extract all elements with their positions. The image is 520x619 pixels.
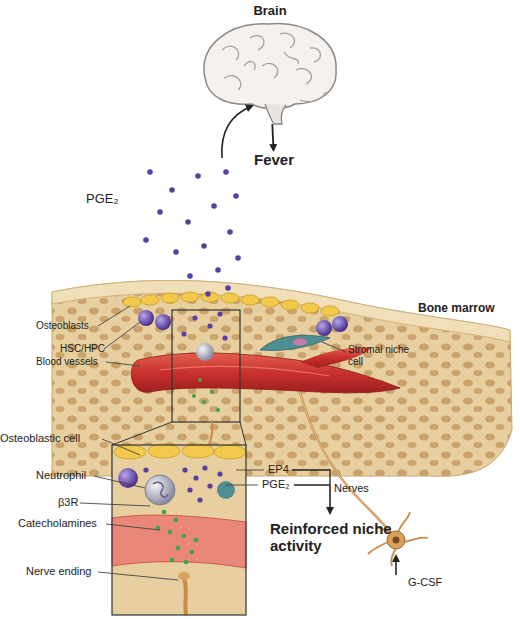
structure-label: Blood vessels <box>36 356 116 368</box>
cell-label: Neutrophil <box>36 469 106 482</box>
bracket-arrow <box>329 485 331 513</box>
structure-label: Nerve ending <box>26 565 106 578</box>
receptor-label: EP4 <box>268 463 308 476</box>
brain-node: Brain <box>200 24 340 124</box>
node-title: Fever <box>236 151 312 168</box>
region-label: Bone marrow <box>418 302 510 316</box>
cytokine-label: G-CSF <box>408 576 468 589</box>
fever-node: Fever <box>236 150 312 172</box>
connector-arrow <box>272 124 273 150</box>
cell-label: Osteoblasts <box>36 320 106 332</box>
cell-label: Osteoblastic cell <box>0 432 110 445</box>
pge2-to-brain-arrow <box>222 106 252 158</box>
gcsf-arrow <box>395 556 397 575</box>
node-title: Brain <box>200 3 340 18</box>
pge2-label: PGE₂ <box>86 192 136 207</box>
bracket <box>292 470 330 485</box>
brain-illustration <box>204 23 336 124</box>
receptor-label: β3R <box>58 496 98 509</box>
structure-label: Nerves <box>334 482 394 495</box>
zoom-lines <box>112 422 246 445</box>
pge2-molecules <box>143 169 241 297</box>
outcome-label: Reinforced niche activity <box>270 520 420 555</box>
molecule-label: PGE₂ <box>262 478 302 491</box>
cell-label: HSC/HPC <box>60 343 120 355</box>
molecule-label: Catecholamines <box>18 517 110 530</box>
cell-label: Stromal niche cell <box>348 344 410 367</box>
inset-illustration <box>112 444 246 615</box>
